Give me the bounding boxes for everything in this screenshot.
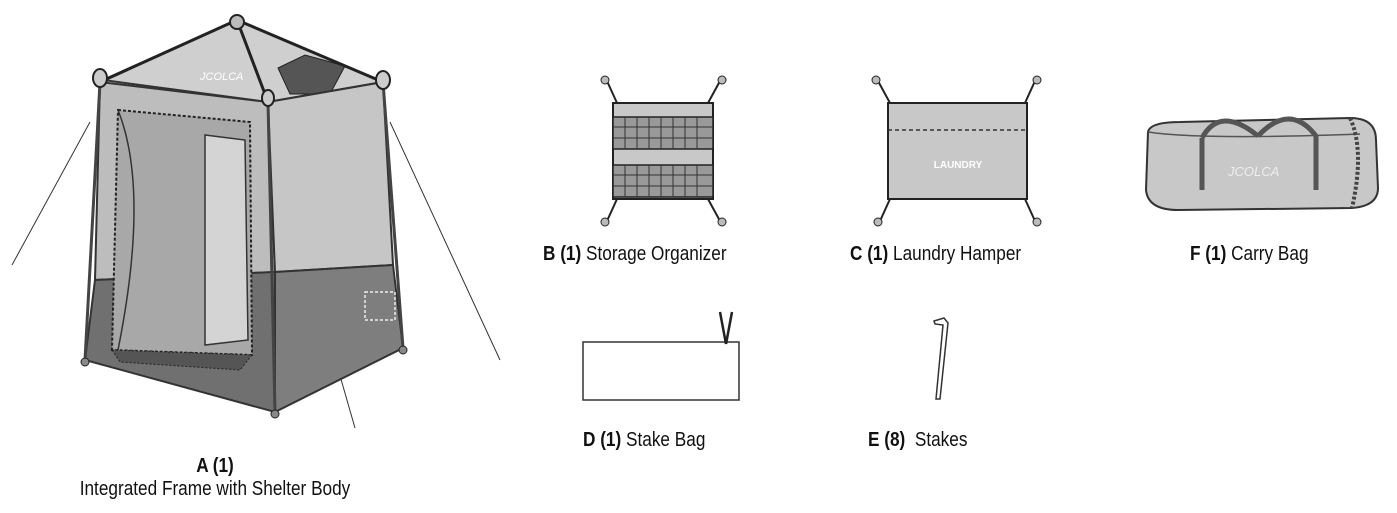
item-b-caption: B (1) Storage Organizer [543, 243, 727, 266]
item-b-code: B (1) [543, 243, 582, 265]
laundry-hamper-illustration: LAUNDRY [871, 75, 1042, 227]
item-b-name: Storage Organizer [586, 243, 727, 265]
item-c-code: C (1) [850, 243, 889, 265]
item-a-code: A (1) [196, 455, 234, 477]
item-c-caption: C (1) Laundry Hamper [850, 243, 1021, 266]
item-f-caption: F (1) Carry Bag [1190, 243, 1309, 266]
item-f-code: F (1) [1190, 243, 1227, 265]
item-e-name: Stakes [914, 429, 968, 451]
item-d-code: D (1) [583, 429, 622, 451]
item-d-caption: D (1) Stake Bag [583, 429, 705, 452]
bag-brand-logo: JCOLCA [1227, 164, 1279, 179]
item-e-caption: E (8) Stakes [868, 429, 967, 452]
item-a-caption: A (1) Integrated Frame with Shelter Body [73, 455, 357, 501]
shelter-tent-illustration: JCOLCA [11, 14, 501, 429]
item-c-name: Laundry Hamper [893, 243, 1022, 265]
tent-brand-logo: JCOLCA [199, 71, 243, 83]
stake-bag-illustration [582, 311, 740, 401]
item-e-code: E (8) [868, 429, 906, 451]
item-a-name: Integrated Frame with Shelter Body [79, 478, 351, 500]
item-d-name: Stake Bag [626, 429, 706, 451]
carry-bag-illustration: JCOLCA [1144, 116, 1380, 212]
item-f-name: Carry Bag [1231, 243, 1309, 265]
storage-organizer-illustration [600, 75, 727, 227]
hamper-print: LAUNDRY [934, 160, 983, 171]
stake-illustration [933, 317, 949, 400]
